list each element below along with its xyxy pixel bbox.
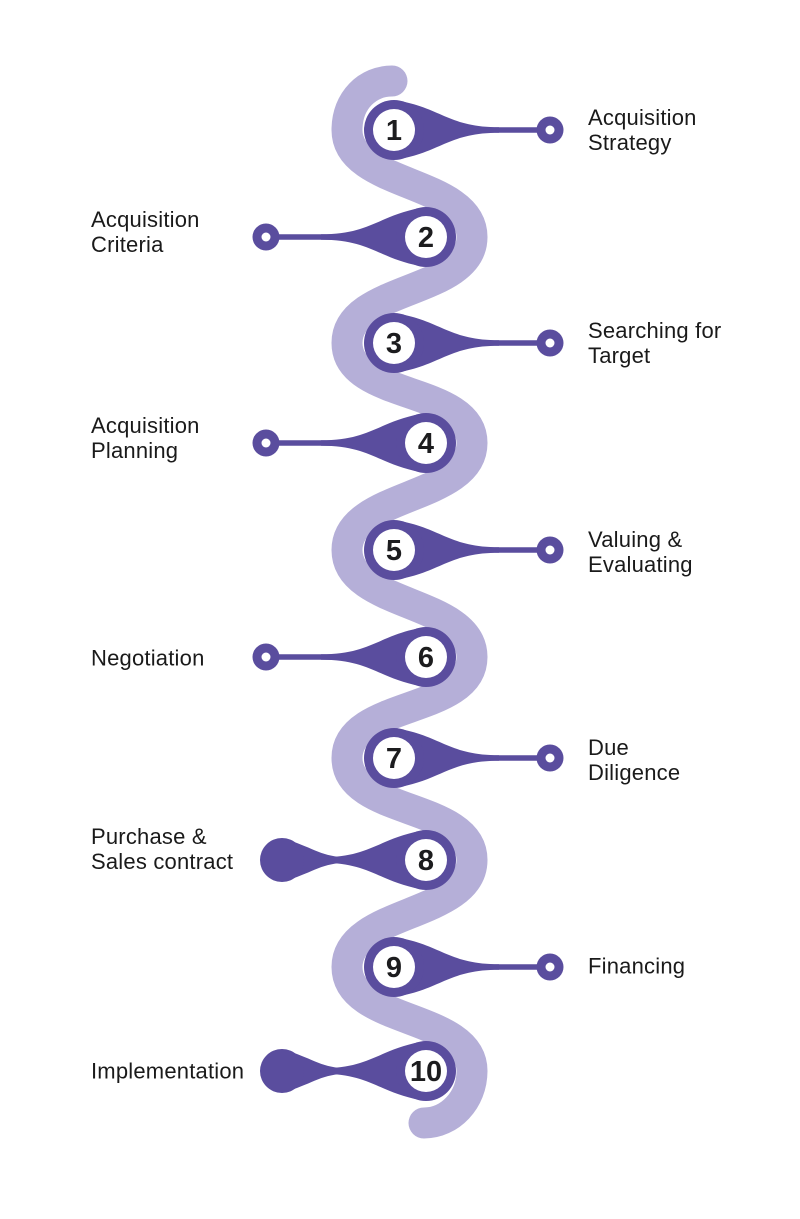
step-number-1: 1 <box>386 115 402 147</box>
solid-drop-endpoint <box>288 840 348 880</box>
step-node-6 <box>252 627 456 687</box>
step-node-9 <box>364 937 564 997</box>
step-node-2 <box>252 207 456 267</box>
step-7-label: Due Diligence <box>588 735 681 785</box>
step-number-5: 5 <box>386 535 402 567</box>
step-node-8 <box>260 830 456 890</box>
step-number-8: 8 <box>418 845 434 877</box>
step-8-label: Purchase & Sales contract <box>91 824 234 874</box>
solid-drop-endpoint <box>288 1051 348 1091</box>
step-2-label: Acquisition Criteria <box>91 207 200 257</box>
step-node-5 <box>364 520 564 580</box>
step-node-4 <box>252 413 456 473</box>
step-9-label: Financing <box>588 953 686 979</box>
step-number-3: 3 <box>386 328 402 360</box>
step-node-3 <box>364 313 564 373</box>
step-number-2: 2 <box>418 222 434 254</box>
step-number-9: 9 <box>386 952 402 984</box>
step-node-1 <box>364 100 564 160</box>
step-10-label: Implementation <box>91 1058 245 1084</box>
step-5-label: Valuing & Evaluating <box>588 527 693 577</box>
step-3-label: Searching for Target <box>588 318 722 368</box>
step-number-7: 7 <box>386 743 402 775</box>
step-node-7 <box>364 728 564 788</box>
step-node-10 <box>260 1041 456 1101</box>
step-6-label: Negotiation <box>91 645 205 671</box>
step-number-6: 6 <box>418 642 434 674</box>
serpentine-track <box>331 65 488 1139</box>
step-number-4: 4 <box>418 428 434 460</box>
step-4-label: Acquisition Planning <box>91 413 200 463</box>
step-1-label: Acquisition Strategy <box>588 105 697 155</box>
step-number-10: 10 <box>410 1056 442 1088</box>
